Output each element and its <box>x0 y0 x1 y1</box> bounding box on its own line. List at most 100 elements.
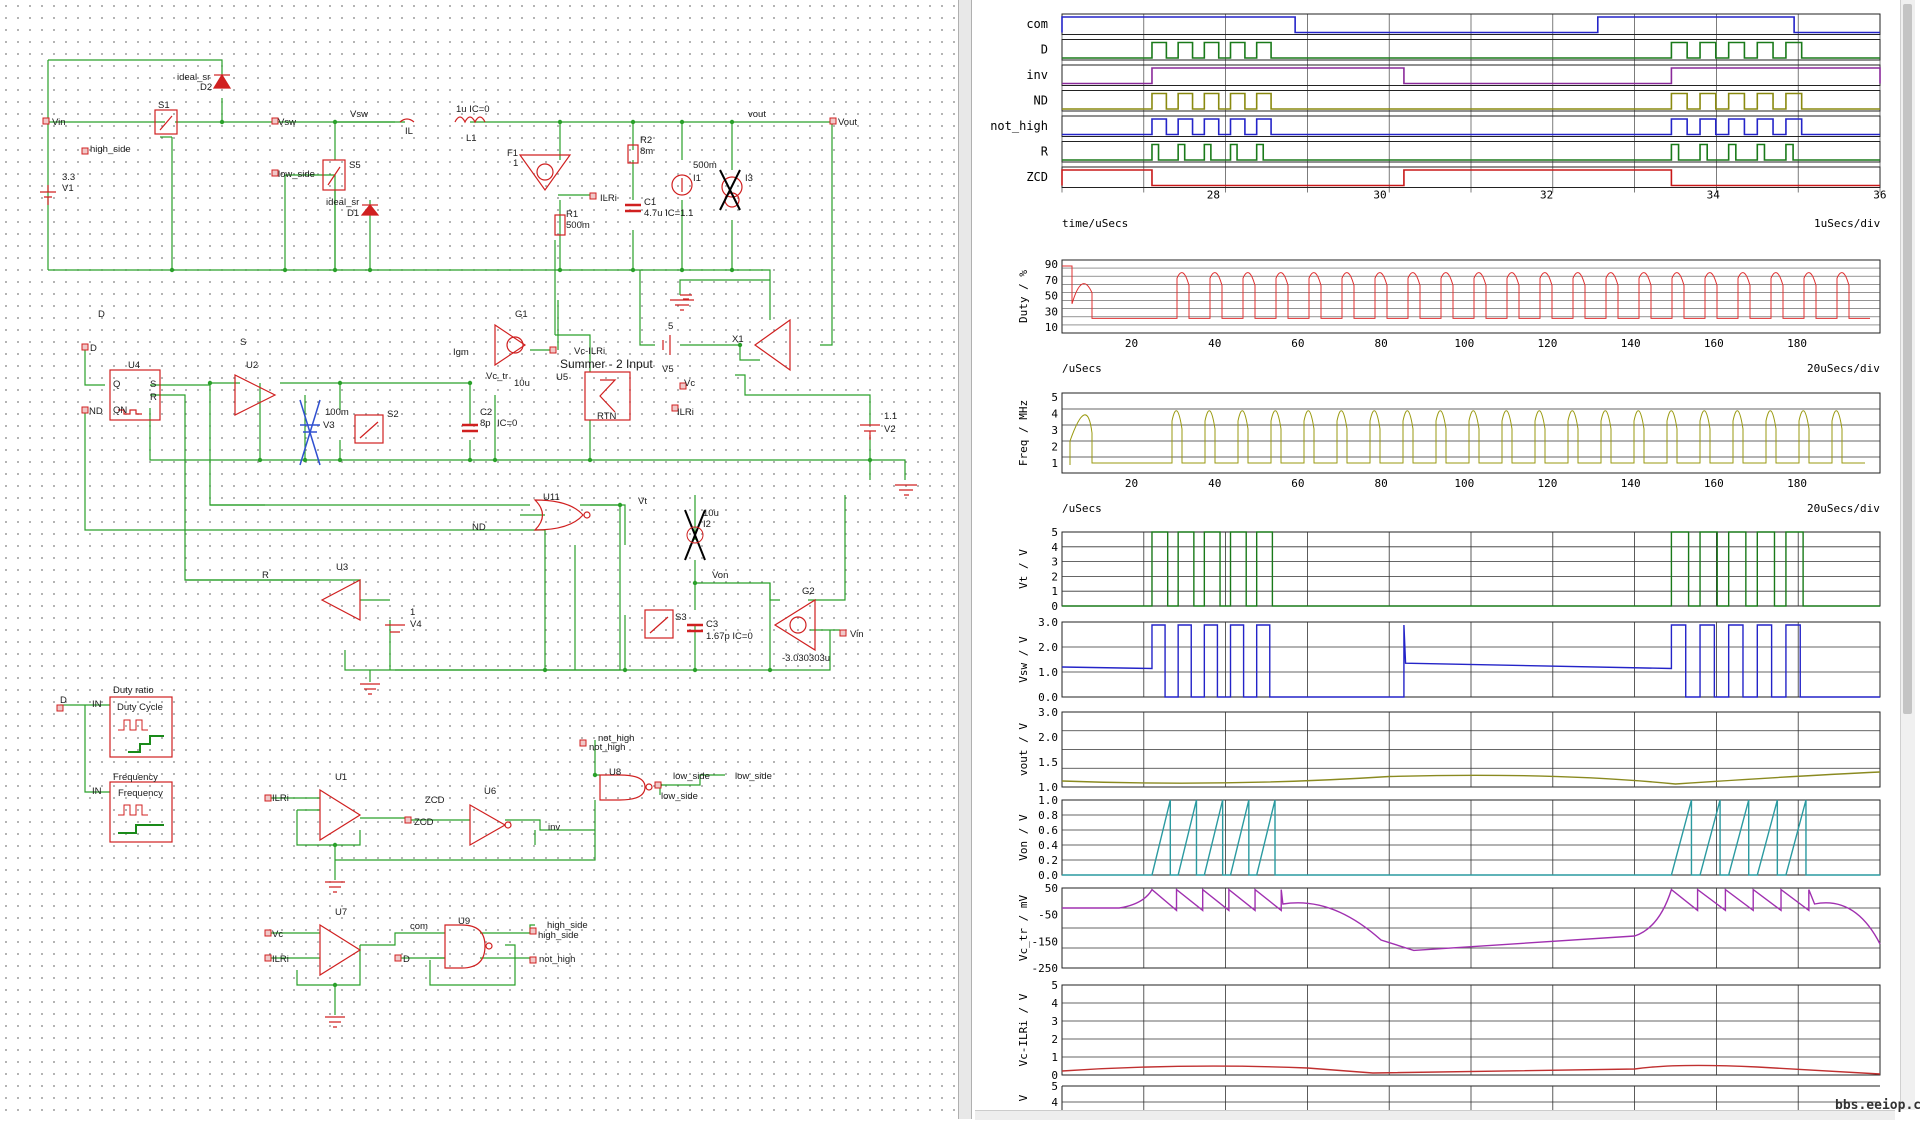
freq-ytick: 3 <box>1051 424 1058 437</box>
freq-xtick: 60 <box>1291 477 1304 490</box>
vout-ytick: 1.5 <box>1038 756 1058 769</box>
label-r-pin: R <box>150 392 157 403</box>
duty-x-label: /uSecs <box>1062 362 1102 375</box>
digital-signal-label: com <box>1026 17 1048 31</box>
freq-xtick: 20 <box>1125 477 1138 490</box>
label-ideal-sr-1: ideal_sr <box>177 72 210 83</box>
schematic-drawing[interactable]: Vin Vsw Vsw vout Vout high_side low_side… <box>0 0 958 1119</box>
vsw-ylabel: Vsw / V <box>1017 636 1030 683</box>
label-freq-block: Frequency <box>118 788 163 799</box>
label-igm: Igm <box>453 347 469 358</box>
label-d-in: D <box>60 695 67 706</box>
label-v2-val: 1.1 <box>884 411 897 422</box>
label-vc-tr: Vc_tr <box>486 371 508 382</box>
label-rtn: RTN <box>597 411 616 422</box>
last-ytick: 4 <box>1051 1096 1058 1109</box>
duty-xtick: 160 <box>1704 337 1724 350</box>
junctions <box>169 119 873 988</box>
digital-signal-label: inv <box>1026 68 1048 82</box>
duty-xtick: 100 <box>1454 337 1474 350</box>
label-not-high: not_high <box>598 733 634 744</box>
vctr-ytick: -250 <box>1032 962 1059 975</box>
label-low-side-4: low_side <box>661 791 698 802</box>
label-c3-val: 1.67p IC=0 <box>706 631 753 642</box>
digital-xtick: 32 <box>1540 189 1553 202</box>
components <box>40 73 880 977</box>
von-ytick: 0.2 <box>1038 854 1058 867</box>
label-s-probe: S <box>240 337 246 348</box>
last-ylabel: V <box>1017 1094 1030 1101</box>
label-duty-title: Duty ratio <box>113 685 154 696</box>
label-zcd-2: ZCD <box>414 817 434 828</box>
label-v4: V4 <box>410 619 422 630</box>
pane-divider[interactable] <box>958 0 972 1119</box>
duty-xtick: 140 <box>1621 337 1641 350</box>
vout-ytick: 2.0 <box>1038 731 1058 744</box>
vertical-scrollbar[interactable] <box>1900 0 1915 1110</box>
vt-ytick: 5 <box>1051 526 1058 539</box>
vsw-ytick: 3.0 <box>1038 616 1058 629</box>
vcilri-ytick: 3 <box>1051 1015 1058 1028</box>
freq-xtick: 140 <box>1621 477 1641 490</box>
vsw-trace <box>1061 624 1880 698</box>
digital-signal-label: ND <box>1034 94 1048 108</box>
label-vsw-probe: Vsw <box>350 109 368 120</box>
trace-ZCD <box>1061 169 1880 187</box>
label-u8: U8 <box>609 767 621 778</box>
freq-x-div: 20uSecs/div <box>1807 502 1880 515</box>
trace-D <box>1062 41 1880 59</box>
duty-xtick: 80 <box>1374 337 1387 350</box>
label-g2: G2 <box>802 586 815 597</box>
duty-xtick: 20 <box>1125 337 1138 350</box>
label-d2: D2 <box>200 82 212 93</box>
digital-x-label: time/uSecs <box>1062 217 1128 230</box>
von-ytick: 0.4 <box>1038 839 1058 852</box>
duty-freq-icons <box>118 719 164 834</box>
vctr-ylabel: Vc_tr / mV <box>1017 895 1030 962</box>
freq-ytick: 5 <box>1051 391 1058 404</box>
label-vc-2: Vc <box>272 929 283 940</box>
label-u7: U7 <box>335 907 347 918</box>
label-g1: G1 <box>515 309 528 320</box>
vout-ylabel: vout / V <box>1017 723 1030 776</box>
vsw-ytick: 0.0 <box>1038 691 1058 704</box>
von-ylabel: Von / V <box>1017 814 1030 861</box>
label-u11: U11 <box>543 492 560 503</box>
label-vout-probe: vout <box>748 109 766 120</box>
schematic-canvas[interactable]: Vin Vsw Vsw vout Vout high_side low_side… <box>0 0 960 1119</box>
label-s-pin: S <box>150 379 156 390</box>
label-com: com <box>410 921 428 932</box>
label-d-out: D <box>403 954 410 965</box>
label-inv: inv <box>548 822 560 833</box>
label-r2: R2 <box>640 135 652 146</box>
von-plot: Von / V1.00.80.60.40.20.0 <box>1017 794 1881 882</box>
freq-xtick: 160 <box>1704 477 1724 490</box>
label-low-side-2: low_side <box>673 771 710 782</box>
label-low-side: low_side <box>278 169 315 180</box>
horizontal-scrollbar[interactable] <box>975 1110 1895 1120</box>
label-s2: S2 <box>387 409 399 420</box>
grounds <box>325 299 917 1028</box>
freq-xtick: 180 <box>1787 477 1807 490</box>
label-high-side-3: high_side <box>538 930 579 941</box>
vt-ylabel: Vt / V <box>1017 549 1030 589</box>
vcilri-trace <box>1061 1064 1881 1075</box>
vctr-ytick: -50 <box>1038 909 1058 922</box>
vcilri-ytick: 4 <box>1051 997 1058 1010</box>
label-q: Q <box>113 379 120 390</box>
label-r1-val: 500m <box>566 220 590 231</box>
vcilri-ytick: 0 <box>1051 1069 1058 1082</box>
label-nd-port: ND <box>89 406 103 417</box>
label-d1: D1 <box>347 208 359 219</box>
freq-x-label: /uSecs <box>1062 502 1102 515</box>
digital-row-frame <box>1061 90 1881 112</box>
duty-ytick: 30 <box>1045 305 1058 318</box>
scroll-thumb[interactable] <box>1903 4 1912 714</box>
label-duty-block: Duty Cycle <box>117 702 163 713</box>
